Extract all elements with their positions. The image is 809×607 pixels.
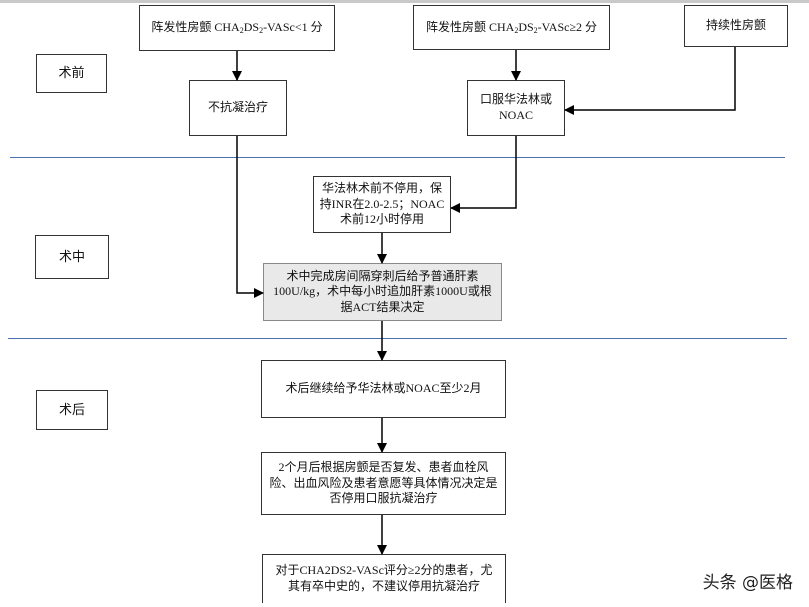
node-postop-continue: 术后继续给予华法林或NOAC至少2月 (261, 360, 506, 418)
node-high-score-advice: 对于CHA2DS2-VASc评分≥2分的患者，尤 其有卒中史的，不建议停用抗凝治… (262, 554, 506, 603)
node-warfarin-preop: 华法林术前不停用，保 持INR在2.0-2.5；NOAC 术前12小时停用 (313, 176, 451, 233)
node-two-month-decision: 2个月后根据房颤是否复发、患者血栓风 险、出血风险及患者意愿等具体情况决定是 否… (261, 452, 506, 515)
node-oral-anticoagulation-line-1: 口服华法林或 (479, 92, 552, 107)
node-paroxysmal-af-high-score: 阵发性房颤 CHA2DS2-VASc≥2 分 (413, 5, 610, 50)
paf-low-prefix: 阵发性房颤 CHA (151, 20, 240, 35)
node-paroxysmal-af-low-score-text: 阵发性房颤 CHA2DS2-VASc<1 分 (151, 20, 322, 36)
paf-high-mid: DS (518, 19, 534, 34)
arrow-persistent-af-to-oral-anticoag (564, 47, 736, 115)
arrow-no-anticoag-to-heparin (236, 136, 264, 298)
stage-preop-label: 术前 (36, 54, 107, 93)
divider-preop-intraop (10, 157, 785, 158)
top-border-line (0, 0, 809, 3)
node-warfarin-preop-line-2: 持INR在2.0-2.5；NOAC (319, 196, 445, 211)
node-persistent-af: 持续性房颤 (684, 5, 788, 47)
paf-high-sub-2: 2 (533, 25, 538, 35)
stage-intraop-text: 术中 (58, 248, 85, 264)
watermark: 头条 @医格 (702, 573, 793, 593)
node-no-anticoagulation: 不抗凝治疗 (189, 80, 287, 136)
node-oral-anticoagulation-line-2: NOAC (498, 108, 533, 122)
paf-low-mid: DS (243, 20, 260, 35)
stage-preop-text: 术前 (58, 65, 85, 81)
paf-high-suffix: -VASc≥2 分 (537, 19, 598, 34)
stage-postop-text: 术后 (58, 401, 85, 417)
divider-intraop-postop (8, 338, 787, 339)
node-high-score-advice-line-1: 对于CHA2DS2-VASc评分≥2分的患者，尤 (275, 563, 493, 578)
node-no-anticoagulation-text: 不抗凝治疗 (207, 100, 268, 115)
node-warfarin-preop-line-1: 华法林术前不停用，保 (321, 181, 442, 196)
node-postop-continue-text: 术后继续给予华法林或NOAC至少2月 (285, 381, 482, 396)
stage-postop-label: 术后 (36, 390, 108, 430)
arrow-oral-anticoag-to-warfarin (450, 136, 517, 213)
stage-intraop-label: 术中 (35, 235, 109, 279)
node-high-score-advice-line-2: 其有卒中史的，不建议停用抗凝治疗 (287, 579, 480, 593)
paf-low-sub-2: 2 (259, 26, 264, 36)
node-two-month-decision-line-1: 2个月后根据房颤是否复发、患者血栓风 (278, 460, 489, 475)
paf-high-sub-1: 2 (514, 25, 519, 35)
node-paroxysmal-af-low-score: 阵发性房颤 CHA2DS2-VASc<1 分 (139, 5, 335, 51)
node-two-month-decision-line-3: 否停用口服抗凝治疗 (329, 491, 438, 506)
paf-low-suffix: -VASc<1 分 (263, 20, 323, 35)
paf-high-prefix: 阵发性房颤 CHA (425, 19, 515, 34)
node-warfarin-preop-line-3: 术前12小时停用 (339, 212, 424, 227)
node-heparin-intraop-line-1: 术中完成房间隔穿刺后给予普通肝素 (286, 268, 479, 283)
node-heparin-intraop: 术中完成房间隔穿刺后给予普通肝素 100U/kg，术中每小时追加肝素1000U或… (263, 263, 502, 321)
node-heparin-intraop-line-2: 100U/kg，术中每小时追加肝素1000U或根 (273, 284, 492, 299)
node-heparin-intraop-line-3: 据ACT结果决定 (340, 299, 425, 314)
node-oral-anticoagulation: 口服华法林或 NOAC (467, 80, 565, 136)
paf-low-sub-1: 2 (239, 26, 244, 36)
node-persistent-af-text: 持续性房颤 (705, 18, 766, 33)
node-paroxysmal-af-high-score-text: 阵发性房颤 CHA2DS2-VASc≥2 分 (426, 20, 597, 36)
node-two-month-decision-line-2: 险、出血风险及患者意愿等具体情况决定是 (269, 475, 498, 490)
